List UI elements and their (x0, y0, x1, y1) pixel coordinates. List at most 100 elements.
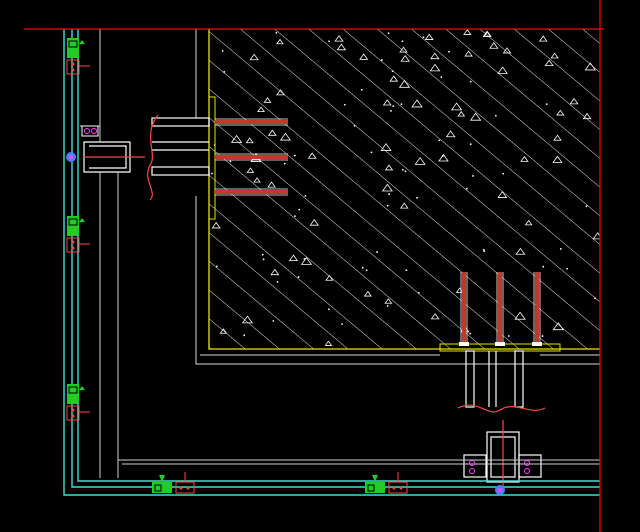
aggregate-dot (438, 139, 441, 142)
aggregate-mark (520, 155, 529, 162)
aggregate-mark (267, 181, 276, 188)
aggregate-dot (365, 269, 368, 272)
panel-bracket (66, 216, 90, 253)
aggregate-mark (276, 89, 285, 96)
aggregate-mark (211, 221, 221, 229)
aggregate-dot (469, 332, 472, 335)
aggregate-dot (272, 320, 275, 322)
aggregate-dot (585, 205, 588, 208)
aggregate-mark (582, 112, 592, 120)
aggregate-dot (494, 114, 497, 117)
aggregate-mark (324, 340, 333, 346)
aggregate-dot (261, 253, 264, 256)
aggregate-dot (469, 80, 472, 83)
aggregate-mark (457, 111, 466, 117)
aggregate-mark (325, 274, 334, 281)
aggregate-dot (298, 208, 301, 211)
aggregate-mark (424, 33, 434, 40)
aggregate-dot (594, 297, 596, 300)
steel-stub-bottom (457, 350, 546, 490)
aggregate-dot (229, 160, 232, 163)
aggregate-dot (216, 265, 218, 268)
embedded-plate-bottom (439, 272, 561, 352)
aggregate-dot (275, 32, 278, 34)
aggregate-dot (386, 305, 389, 307)
aggregate-mark (497, 190, 508, 198)
aggregate-mark (411, 99, 423, 108)
aggregate-mark (524, 219, 533, 226)
panel-bracket (66, 384, 90, 421)
aggregate-mark (241, 315, 253, 324)
aggregate-mark (263, 97, 272, 103)
aggregate-dot (262, 258, 265, 261)
aggregate-dot (243, 334, 246, 337)
anchor-bolts-bottom (462, 272, 539, 344)
aggregate-mark (230, 134, 243, 143)
aggregate-mark (300, 256, 313, 265)
aggregate-mark (249, 53, 259, 61)
panel-bracket (365, 472, 408, 494)
aggregate-mark (553, 134, 562, 141)
aggregate-mark (544, 59, 554, 67)
panel-bracket (152, 472, 195, 494)
aggregate-dot (404, 170, 407, 173)
aggregate-mark (556, 109, 565, 116)
panel-brackets-bottom (152, 472, 408, 494)
aggregate-dot (327, 308, 330, 311)
aggregate-mark (384, 298, 393, 304)
aggregate-dot (386, 204, 389, 207)
column-offset-lines (195, 29, 600, 365)
aggregate-dot (283, 162, 286, 165)
aggregate-mark (276, 38, 284, 45)
aggregate-mark (430, 313, 440, 320)
aggregate-dot (559, 248, 562, 250)
aggregate-dot (303, 257, 306, 260)
aggregate-mark (469, 112, 482, 121)
aggregate-mark (414, 156, 426, 165)
aggregate-mark (309, 219, 319, 226)
aggregate-mark (514, 311, 526, 320)
aggregate-dot (465, 187, 468, 190)
aggregate-mark (270, 268, 280, 276)
aggregate-mark (502, 47, 512, 54)
aggregate-dot (390, 110, 392, 112)
node-markers (66, 152, 505, 495)
aggregate-dot (507, 335, 510, 337)
aggregate-mark (399, 46, 408, 53)
aggregate-dot (380, 59, 383, 61)
panel-bracket (66, 38, 90, 75)
aggregate-dot (276, 281, 279, 283)
aggregate-dot (448, 50, 450, 53)
aggregate-mark (438, 153, 449, 162)
aggregate-mark (482, 30, 492, 37)
crosshair-cursor (24, 0, 604, 532)
aggregate-dot (405, 269, 408, 272)
aggregate-mark (279, 132, 292, 141)
aggregate-dot (541, 335, 544, 337)
aggregate-mark (445, 130, 456, 138)
aggregate-dot (392, 105, 395, 108)
inner-frame (80, 29, 600, 478)
aggregate-mark (382, 99, 392, 106)
aggregate-dot (469, 143, 472, 146)
aggregate-dot (360, 88, 363, 91)
aggregate-dot (297, 276, 300, 278)
aggregate-dot (341, 323, 343, 326)
aggregate-dot (545, 103, 548, 106)
aggregate-mark (400, 54, 410, 62)
aggregate-mark (515, 247, 526, 255)
aggregate-dot (388, 193, 391, 196)
aggregate-mark (245, 137, 254, 144)
aggregate-mark (334, 34, 344, 42)
aggregate-mark (380, 143, 392, 151)
steel-stub-left (83, 114, 210, 201)
aggregate-dot (387, 32, 390, 35)
aggregate-dot (542, 265, 545, 268)
aggregate-dot (376, 251, 378, 253)
aggregate-mark (359, 53, 369, 60)
aggregate-mark (381, 183, 393, 192)
aggregate-mark (584, 62, 597, 71)
aggregate-mark (219, 328, 228, 334)
